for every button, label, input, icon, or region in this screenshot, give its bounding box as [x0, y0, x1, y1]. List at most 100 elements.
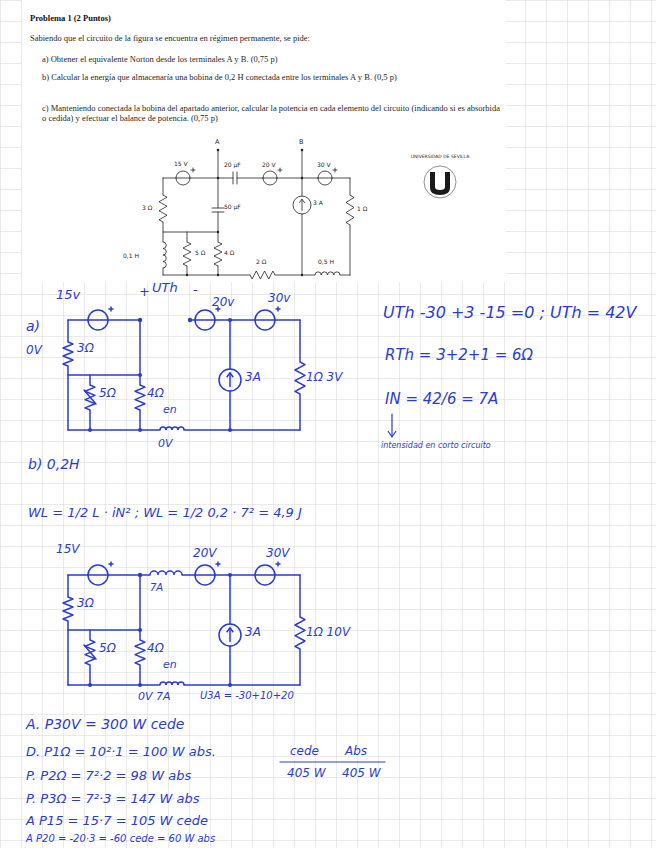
balance-cell: cede — [290, 744, 319, 758]
handwritten-note: 4Ω — [147, 641, 164, 655]
handwritten-note: 7A — [150, 582, 163, 594]
wire — [163, 232, 218, 233]
wire — [277, 178, 318, 179]
component-value: 4 Ω — [224, 249, 234, 256]
handwritten-note: U3A = -30+10+20 — [200, 690, 294, 702]
wire — [139, 665, 141, 685]
component-value: 20 µF — [224, 161, 241, 168]
voltage-source — [88, 565, 108, 585]
logo-text: UNIVERSIDAD DE SEVILLA — [406, 154, 474, 159]
wire — [68, 374, 140, 376]
logo-emblem — [430, 172, 450, 195]
wire — [302, 214, 303, 275]
handwritten-note: UTh — [152, 280, 178, 296]
node-dot — [301, 274, 303, 276]
component-value: 50 µF — [224, 203, 241, 210]
wire — [229, 575, 231, 624]
resistor-symbol — [85, 640, 95, 665]
handwritten-note: - — [193, 282, 198, 298]
handwritten-note: en — [163, 403, 177, 416]
wire — [299, 394, 301, 430]
question-text: Sabiendo que el circuito de la figura se… — [30, 33, 500, 43]
wire — [139, 320, 141, 385]
node-dot — [138, 683, 142, 687]
handwritten-note: 3Ω — [77, 341, 94, 355]
handwritten-note: 3A — [245, 625, 261, 639]
capacitor-plate — [212, 208, 224, 209]
question-text: c) Manteniendo conectada la bobina del a… — [42, 103, 504, 123]
handwritten-note: + — [139, 284, 150, 300]
polarity-mark — [335, 168, 336, 172]
inductor-symbol — [160, 682, 184, 685]
current-source — [293, 196, 311, 214]
voltage-source — [195, 565, 215, 585]
resistor-symbol — [295, 617, 305, 649]
terminal-label: B — [299, 139, 303, 147]
terminal-label: A — [215, 139, 219, 147]
polarity-mark — [110, 307, 112, 311]
handwritten-note: 5Ω — [99, 641, 116, 655]
source-line — [176, 178, 190, 179]
terminal-lead — [302, 150, 303, 178]
power-line: P. P2Ω = 7²·2 = 98 W abs — [26, 768, 191, 784]
handwritten-note: en — [163, 658, 177, 671]
component-value: 0,1 H — [123, 252, 139, 259]
wire — [68, 574, 88, 576]
source-line — [255, 319, 275, 321]
wire — [275, 319, 300, 321]
logo-ring — [424, 166, 456, 198]
handwritten-note: 1Ω 3V — [306, 370, 342, 384]
handwritten-note: 0V 7A — [138, 690, 171, 703]
wire — [218, 266, 219, 275]
handwritten-note: 20V — [193, 546, 216, 560]
wire — [340, 275, 350, 276]
component-value: 30 V — [317, 161, 331, 168]
polarity-mark — [277, 307, 279, 311]
current-arrow — [227, 373, 234, 377]
node-dot — [188, 318, 192, 322]
balance-cell: 405 W — [287, 766, 326, 780]
resistor-symbol — [63, 597, 73, 621]
resistor-symbol — [85, 385, 95, 410]
wire — [108, 574, 150, 576]
node-dot — [228, 683, 232, 687]
wire — [108, 319, 140, 321]
wire — [332, 178, 350, 179]
wire — [68, 684, 160, 686]
component-value: 3 A — [313, 199, 323, 206]
source-line — [263, 178, 277, 179]
voltage-source — [263, 171, 277, 185]
power-line: A P15 = 15·7 = 105 W cede — [26, 813, 208, 829]
resistor-symbol — [63, 342, 73, 366]
handwritten-equation: WL = 1/2 L · iN² ; WL = 1/2 0,2 · 7² = 4… — [28, 505, 302, 521]
wire — [182, 574, 195, 576]
node-dot — [228, 428, 232, 432]
voltage-source — [255, 310, 275, 330]
wire — [139, 410, 141, 430]
inductor-symbol — [150, 571, 182, 575]
handwritten-note: 0V — [158, 437, 173, 450]
node-dot — [301, 149, 304, 152]
wire — [237, 178, 263, 179]
node-dot — [88, 683, 92, 687]
resistor-symbol — [135, 640, 145, 665]
wire — [275, 574, 300, 576]
source-line — [195, 319, 215, 321]
polarity-mark — [217, 562, 219, 566]
polarity-mark — [110, 562, 112, 566]
node-dot — [186, 274, 188, 276]
wire — [163, 178, 164, 195]
wire — [229, 646, 231, 685]
balance-cell: 405 W — [342, 766, 381, 780]
node-dot — [217, 274, 219, 276]
handwritten-note: 0V — [26, 343, 42, 357]
wire — [229, 320, 231, 369]
terminal-lead — [218, 150, 219, 178]
inductor-symbol — [163, 242, 166, 268]
source-line — [88, 319, 108, 321]
voltage-source — [176, 171, 190, 185]
note-arrow — [391, 414, 392, 436]
wire — [89, 410, 91, 430]
source-line — [318, 178, 332, 179]
node-dot — [88, 428, 92, 432]
